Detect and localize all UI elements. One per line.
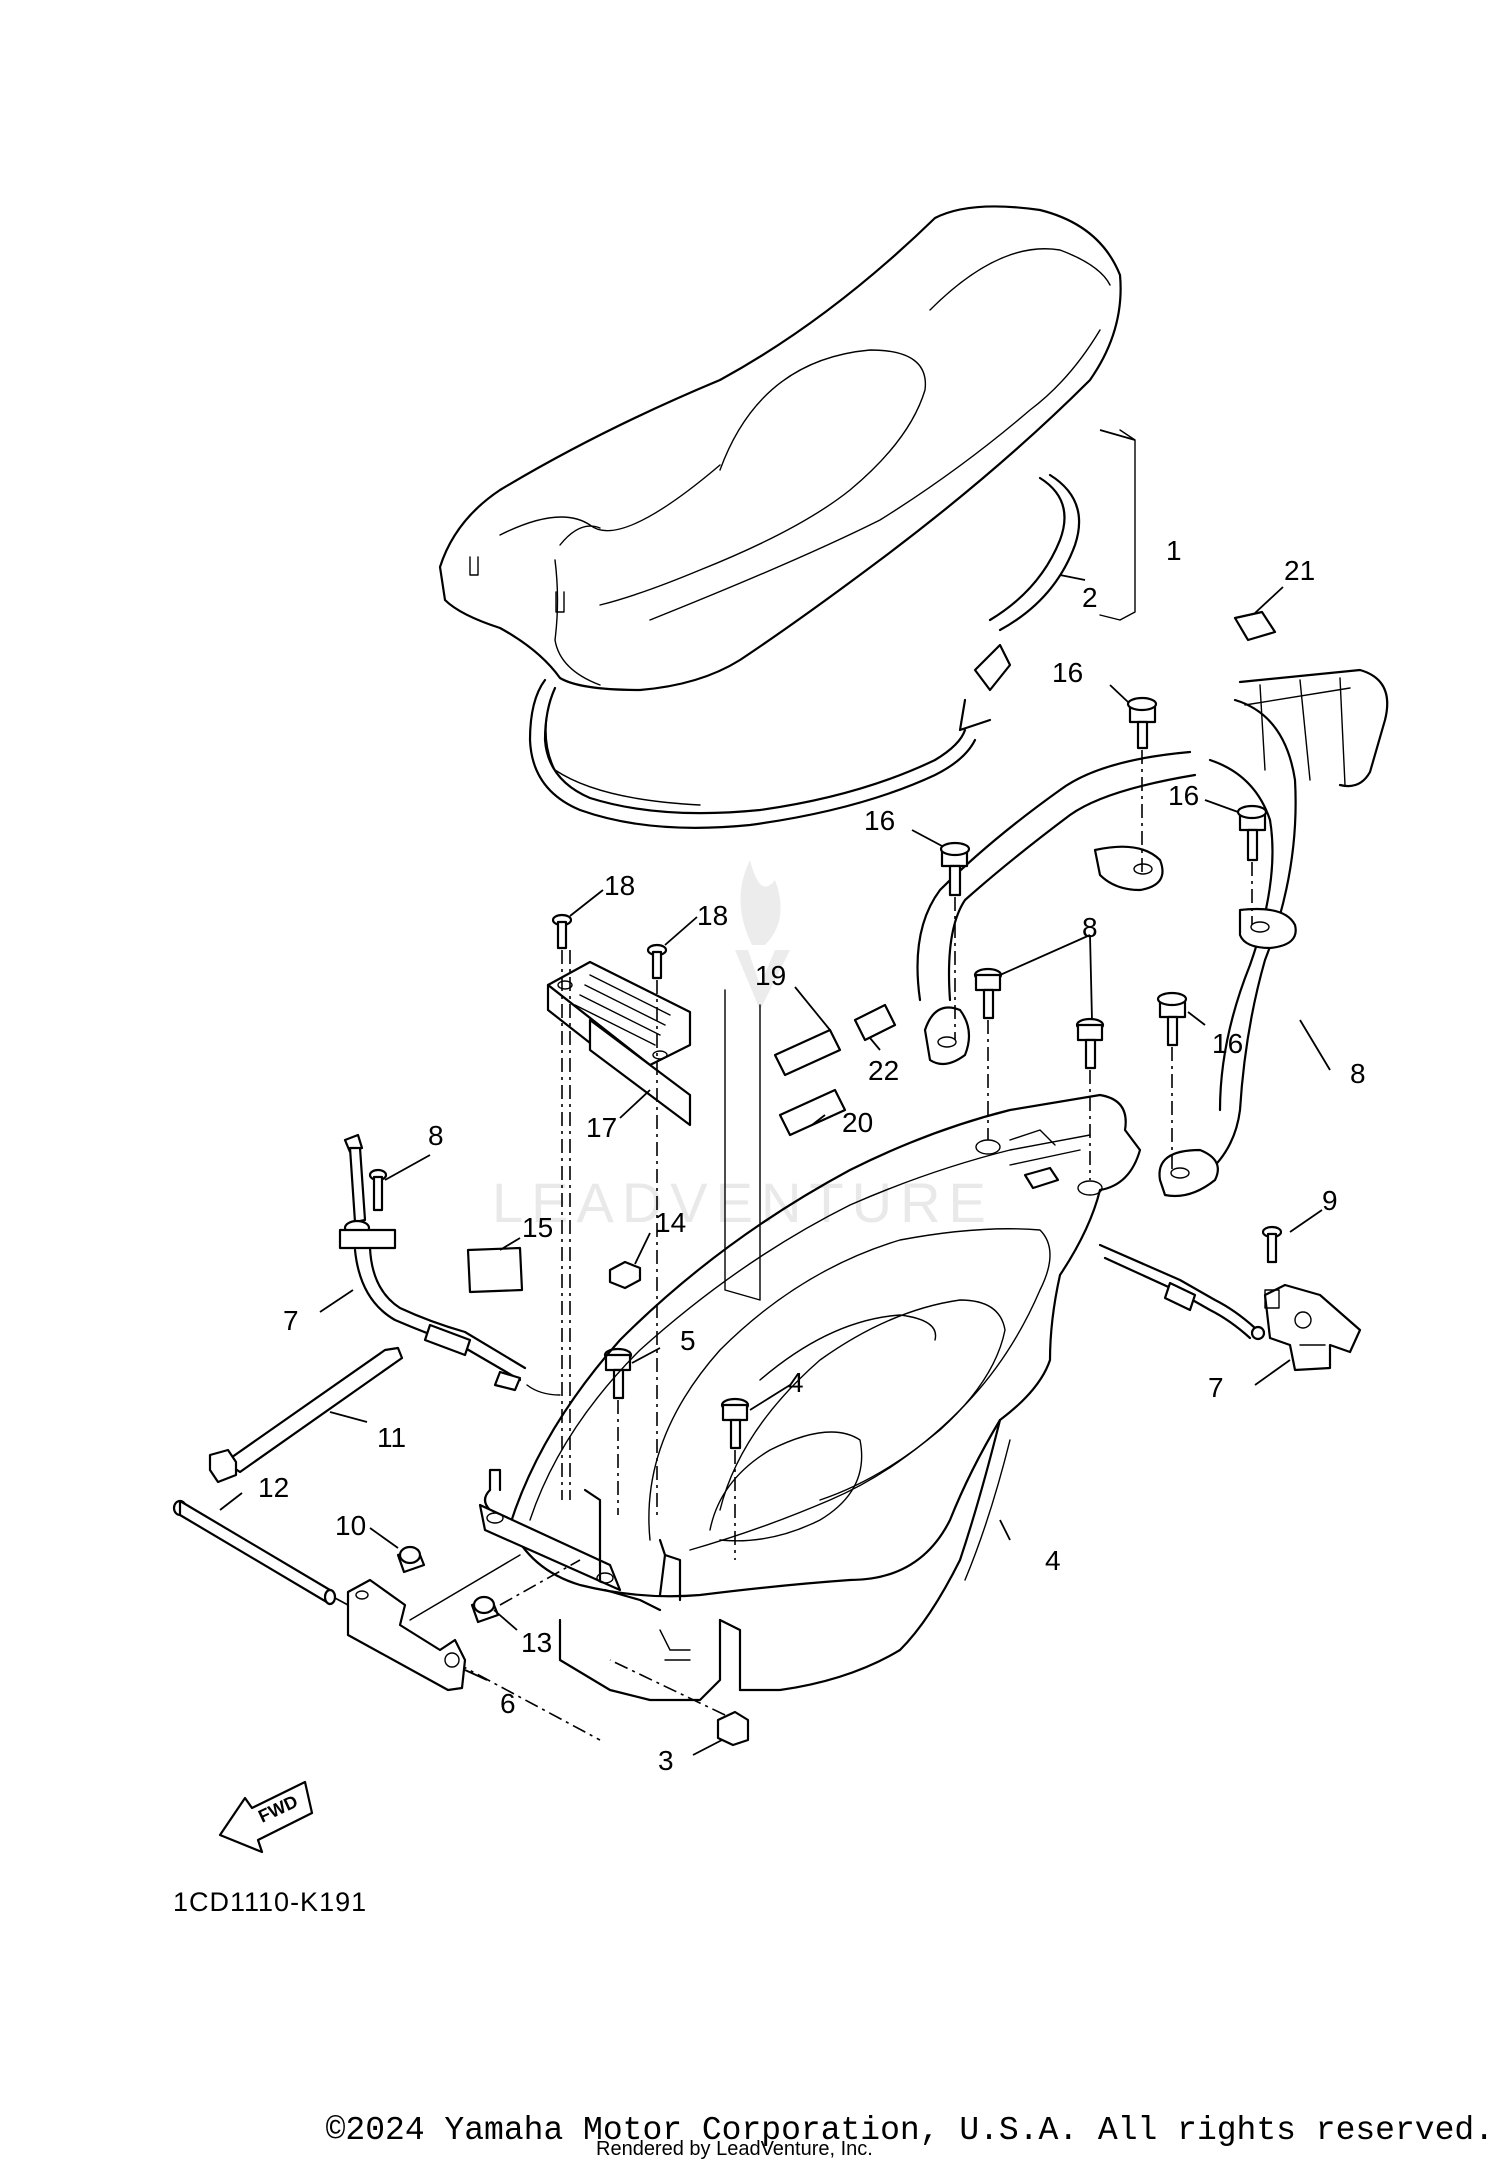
callout-1: 1 bbox=[1166, 535, 1182, 566]
callout-11: 9 bbox=[1322, 1185, 1338, 1216]
screw-14[interactable] bbox=[368, 1168, 388, 1212]
callout-20: 20 bbox=[842, 1107, 873, 1138]
bolt-16-b[interactable] bbox=[939, 841, 971, 1040]
callout-16-c: 16 bbox=[864, 805, 895, 836]
callout-8-b: 5 bbox=[680, 1325, 696, 1356]
callout-5: 12 bbox=[258, 1472, 289, 1503]
latch-cable bbox=[1098, 1243, 1266, 1341]
callout-4-b: 13 bbox=[521, 1627, 552, 1658]
callout-14: 8 bbox=[428, 1120, 444, 1151]
callout-6: 4 bbox=[1045, 1545, 1061, 1576]
rendered-by-notice: Rendered by LeadVenture, Inc. bbox=[596, 2138, 873, 2160]
copyright-notice: ©2024 Yamaha Motor Corporation, U.S.A. A… bbox=[325, 2112, 1494, 2149]
callout-21: 21 bbox=[1284, 555, 1315, 586]
callout-15: 8 bbox=[1350, 1058, 1366, 1089]
callout-22: 22 bbox=[868, 1055, 899, 1086]
carrier-rail-part[interactable] bbox=[916, 668, 1389, 1198]
callout-10: 7 bbox=[1208, 1372, 1224, 1403]
callout-16-b: 16 bbox=[1168, 780, 1199, 811]
label-frame-lines bbox=[724, 989, 761, 1301]
callout-18-a: 18 bbox=[604, 870, 635, 901]
label-part-21[interactable] bbox=[1233, 610, 1277, 642]
strap-part-13[interactable] bbox=[208, 1346, 404, 1484]
callout-7-b: 3 bbox=[658, 1745, 674, 1776]
cover-part-17[interactable] bbox=[546, 960, 692, 1127]
callout-17: 17 bbox=[586, 1112, 617, 1143]
callout-13: 11 bbox=[377, 1422, 406, 1453]
leader-lines bbox=[219, 429, 1331, 1756]
callout-7-a: 14 bbox=[655, 1207, 686, 1238]
callout-19: 19 bbox=[755, 960, 786, 991]
bolt-8-d[interactable] bbox=[720, 1397, 750, 1560]
seat-latch-part[interactable] bbox=[1263, 1283, 1362, 1372]
callout-3: 6 bbox=[500, 1688, 516, 1719]
bolt-16-c[interactable] bbox=[1236, 804, 1268, 925]
callout-18-b: 18 bbox=[697, 900, 728, 931]
bolt-8-a[interactable] bbox=[973, 967, 1003, 1140]
callout-numbers: 1 2 21 16 16 16 16 18 18 19 22 17 20 8 8… bbox=[258, 535, 1366, 1776]
seat-part[interactable] bbox=[438, 205, 1122, 692]
screw-11[interactable] bbox=[1261, 1225, 1283, 1264]
bolt-8-b[interactable] bbox=[1075, 1017, 1105, 1180]
callout-9: 15 bbox=[522, 1212, 553, 1243]
bolt-16-a[interactable] bbox=[1126, 696, 1158, 875]
callout-2: 2 bbox=[1082, 582, 1098, 613]
bolt-16-d[interactable] bbox=[1156, 991, 1188, 1170]
screw-18-a[interactable] bbox=[551, 913, 573, 950]
storage-box-part[interactable] bbox=[478, 1093, 1142, 1702]
watermark-text: LEADVENTURE bbox=[492, 1171, 994, 1234]
hinge-bracket-part[interactable] bbox=[346, 1554, 521, 1692]
callout-8-a: 8 bbox=[1082, 912, 1098, 943]
callout-16-d: 16 bbox=[1212, 1028, 1243, 1059]
hinge-shaft-part[interactable] bbox=[172, 1499, 601, 1741]
cable-part-12[interactable] bbox=[338, 1133, 561, 1396]
label-part-20[interactable] bbox=[778, 1088, 847, 1137]
callout-16-a: 16 bbox=[1052, 657, 1083, 688]
collar-part-4a[interactable] bbox=[396, 1545, 426, 1574]
diagram-code: 1CD1110-K191 bbox=[173, 1887, 368, 1917]
nut-7-b[interactable] bbox=[609, 1659, 750, 1747]
nut-7-a[interactable] bbox=[608, 1260, 642, 1290]
watermark: LEADVENTURE bbox=[492, 860, 994, 1234]
bolt-8-c[interactable] bbox=[603, 1347, 633, 1515]
label-part-19[interactable] bbox=[773, 1028, 842, 1077]
label-part-22[interactable] bbox=[853, 1003, 897, 1042]
forward-arrow: FWD bbox=[218, 1780, 314, 1854]
seat-rail-part[interactable] bbox=[528, 429, 1136, 829]
callout-8-c: 4 bbox=[788, 1367, 804, 1398]
callout-12: 7 bbox=[283, 1305, 299, 1336]
clamp-part-9[interactable] bbox=[466, 1246, 524, 1294]
callout-4-a: 10 bbox=[335, 1510, 366, 1541]
screw-18-b[interactable] bbox=[646, 943, 668, 980]
collar-part-4b[interactable] bbox=[470, 1559, 581, 1624]
